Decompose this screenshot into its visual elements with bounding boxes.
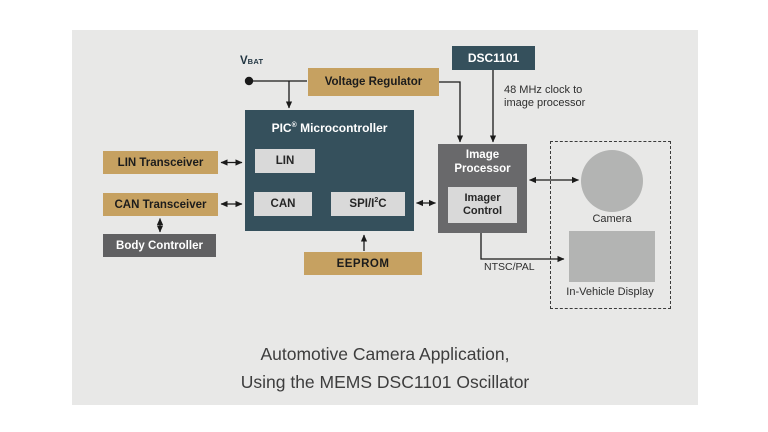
clock-annotation-line2: image processor [504, 97, 586, 109]
registered-mark: ® [291, 122, 297, 129]
voltage-regulator-label: Voltage Regulator [324, 76, 423, 88]
block-body-controller: Body Controller [103, 234, 216, 257]
can-transceiver-label: CAN Transceiver [114, 198, 207, 211]
vbat-label: VBAT [240, 55, 263, 67]
spi-i2c-label: SPI/I2C [349, 197, 387, 210]
clock-annotation: 48 MHz clock to image processor [504, 84, 585, 110]
vbat-subscript: BAT [247, 57, 264, 66]
block-can-peripheral: CAN [254, 192, 312, 216]
block-voltage-regulator: Voltage Regulator [308, 68, 439, 96]
dsc1101-label: DSC1101 [467, 51, 520, 65]
imager-control-label: Imager Control [462, 192, 503, 217]
can-label: CAN [270, 198, 296, 210]
image-processor-title: Image Processor [454, 149, 511, 175]
block-dsc1101-oscillator: DSC1101 [452, 46, 535, 70]
block-spi-i2c-peripheral: SPI/I2C [331, 192, 405, 216]
in-vehicle-display-label: In-Vehicle Display [566, 286, 654, 298]
lin-label: LIN [275, 155, 295, 167]
block-eeprom: EEPROM [304, 252, 422, 275]
figure-caption: Automotive Camera Application, Using the… [72, 340, 698, 396]
lin-transceiver-label: LIN Transceiver [117, 156, 204, 169]
in-vehicle-display-shape [569, 231, 655, 282]
camera-label: Camera [592, 213, 632, 225]
camera-shape [581, 150, 643, 212]
pic-microcontroller-title: PIC® Microcontroller [271, 121, 388, 135]
camera-display-dashed-group [550, 141, 671, 309]
vbat-symbol: V [240, 55, 248, 67]
block-imager-control: Imager Control [448, 187, 517, 223]
caption-line2: Using the MEMS DSC1101 Oscillator [240, 372, 530, 392]
ntsc-pal-label: NTSC/PAL [484, 261, 535, 273]
body-controller-label: Body Controller [116, 239, 203, 252]
block-lin-transceiver: LIN Transceiver [103, 151, 218, 174]
caption-line1: Automotive Camera Application, [260, 344, 510, 364]
block-can-transceiver: CAN Transceiver [103, 193, 218, 216]
eeprom-label: EEPROM [336, 257, 390, 270]
block-lin-peripheral: LIN [255, 149, 315, 173]
clock-annotation-line1: 48 MHz clock to [504, 84, 583, 96]
